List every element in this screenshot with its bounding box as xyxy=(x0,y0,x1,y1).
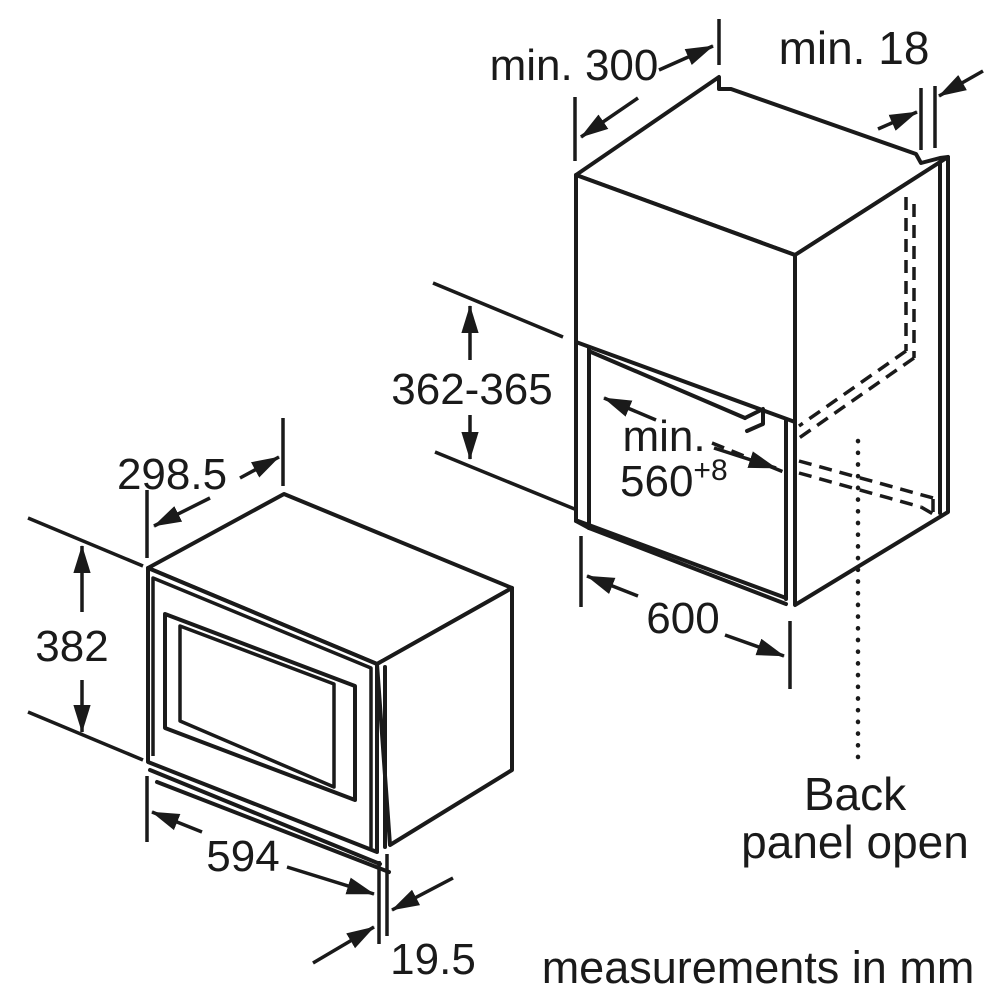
cabinet-drawing xyxy=(574,75,950,760)
back-panel-note-line2: panel open xyxy=(741,816,969,868)
niche-width-value-label: 560+8 xyxy=(620,454,728,506)
dim-niche-width: min. 560+8 xyxy=(603,396,777,506)
microwave-depth-label: 298.5 xyxy=(117,450,227,499)
microwave-window-outer xyxy=(163,612,357,802)
microwave-height-label: 382 xyxy=(35,622,108,671)
niche-height-label: 362-365 xyxy=(391,365,552,414)
microwave-base-lines xyxy=(148,768,391,874)
cabinet-upper-front-panel xyxy=(574,173,797,424)
cabinet-width-label: 600 xyxy=(646,594,719,643)
dim-niche-height: 362-365 xyxy=(391,281,578,512)
microwave-door-frame-line xyxy=(151,576,373,848)
top-depth-label: min. 300 xyxy=(490,41,659,90)
back-panel-note-line1: Back xyxy=(804,768,907,820)
dim-rear-gap: min. 18 xyxy=(779,22,984,150)
dim-door-protrusion: 19.5 xyxy=(312,854,476,984)
niche-back-rail-lines xyxy=(589,350,765,433)
cabinet-left-stile xyxy=(574,340,591,530)
microwave-width-label: 594 xyxy=(206,832,279,881)
niche-width-tolerance-label: +8 xyxy=(693,454,727,487)
rear-gap-label: min. 18 xyxy=(779,22,930,74)
back-panel-note: Back panel open xyxy=(741,768,969,868)
dim-cabinet-width: 600 xyxy=(579,536,792,689)
microwave-window-inner xyxy=(178,624,336,789)
dim-microwave-width: 594 xyxy=(145,776,381,944)
microwave-drawing xyxy=(146,492,514,874)
door-protrusion-label: 19.5 xyxy=(390,935,476,984)
niche-bottom-shelf-lines xyxy=(574,519,788,606)
units-note: measurements in mm xyxy=(542,942,975,993)
niche-width-prefix-label: min. xyxy=(622,412,705,461)
dim-microwave-depth: 298.5 xyxy=(117,418,285,558)
dim-microwave-height: 382 xyxy=(27,516,144,762)
dim-top-depth: min. 300 xyxy=(490,19,721,161)
